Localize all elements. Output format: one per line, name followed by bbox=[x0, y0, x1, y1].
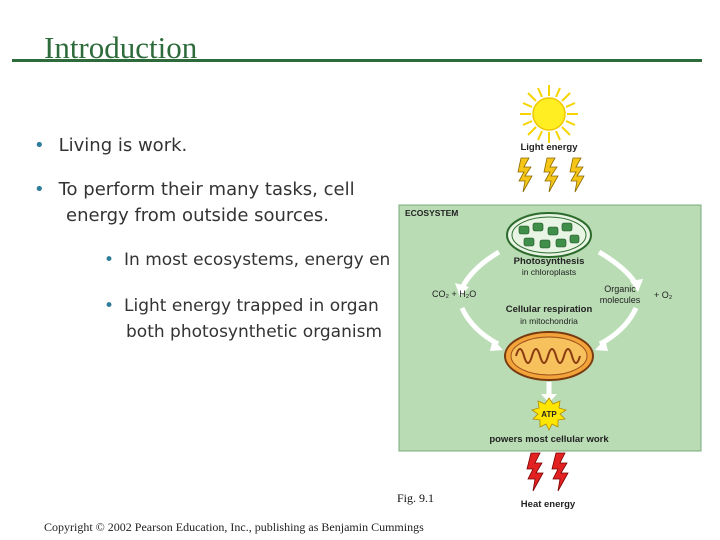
bullet-living-is-work: • Living is work. bbox=[34, 135, 187, 156]
light-energy-bolts bbox=[517, 157, 585, 193]
plus-o2-label: + O₂ bbox=[654, 290, 673, 300]
title-underline bbox=[12, 59, 702, 62]
bullet-text-line1: To perform their many tasks, cell bbox=[58, 179, 355, 200]
heat-energy-label: Heat energy bbox=[521, 499, 576, 510]
bullet-text: Living is work. bbox=[58, 135, 188, 156]
bullet-dot: • bbox=[34, 135, 45, 156]
bullet-dot: • bbox=[104, 250, 115, 270]
sun-icon bbox=[520, 85, 578, 143]
figure-caption: Fig. 9.1 bbox=[397, 491, 435, 505]
bullet-text-line2: both photosynthetic organism bbox=[126, 322, 383, 342]
atp-starburst-icon bbox=[531, 397, 567, 431]
chloroplasts-label: in chloroplasts bbox=[522, 267, 576, 277]
bullet-light-energy-trapped: • Light energy trapped in organ both phot… bbox=[104, 293, 404, 345]
mitochondria-label: in mitochondria bbox=[520, 316, 578, 326]
molecules-label: molecules bbox=[600, 295, 641, 305]
bullet-text-line1: Light energy trapped in organ bbox=[124, 296, 379, 316]
heat-energy-bolts bbox=[526, 452, 569, 492]
chloroplast-icon bbox=[506, 212, 592, 258]
organic-label: Organic bbox=[604, 284, 636, 294]
bullet-text: In most ecosystems, energy en bbox=[124, 250, 391, 270]
atp-label: ATP bbox=[541, 410, 557, 419]
bullet-cell-tasks: • To perform their many tasks, cell energ… bbox=[34, 177, 404, 229]
mitochondrion-icon bbox=[504, 331, 594, 381]
bullet-text-line2: energy from outside sources. bbox=[66, 205, 330, 226]
light-energy-label: Light energy bbox=[520, 142, 578, 153]
cycle-arrowheads bbox=[455, 279, 643, 351]
bullet-dot: • bbox=[34, 179, 45, 200]
copyright-footer: Copyright © 2002 Pearson Education, Inc.… bbox=[44, 520, 424, 534]
bullet-dot: • bbox=[104, 296, 115, 316]
co2-h2o-label: CO₂ + H₂O bbox=[432, 289, 476, 299]
photosynthesis-label: Photosynthesis bbox=[514, 256, 585, 267]
ecosystem-label: ECOSYSTEM bbox=[405, 208, 458, 218]
powers-label: powers most cellular work bbox=[489, 434, 609, 445]
bullet-ecosystems-energy: • In most ecosystems, energy en bbox=[104, 250, 390, 270]
cellular-respiration-label: Cellular respiration bbox=[506, 304, 593, 315]
